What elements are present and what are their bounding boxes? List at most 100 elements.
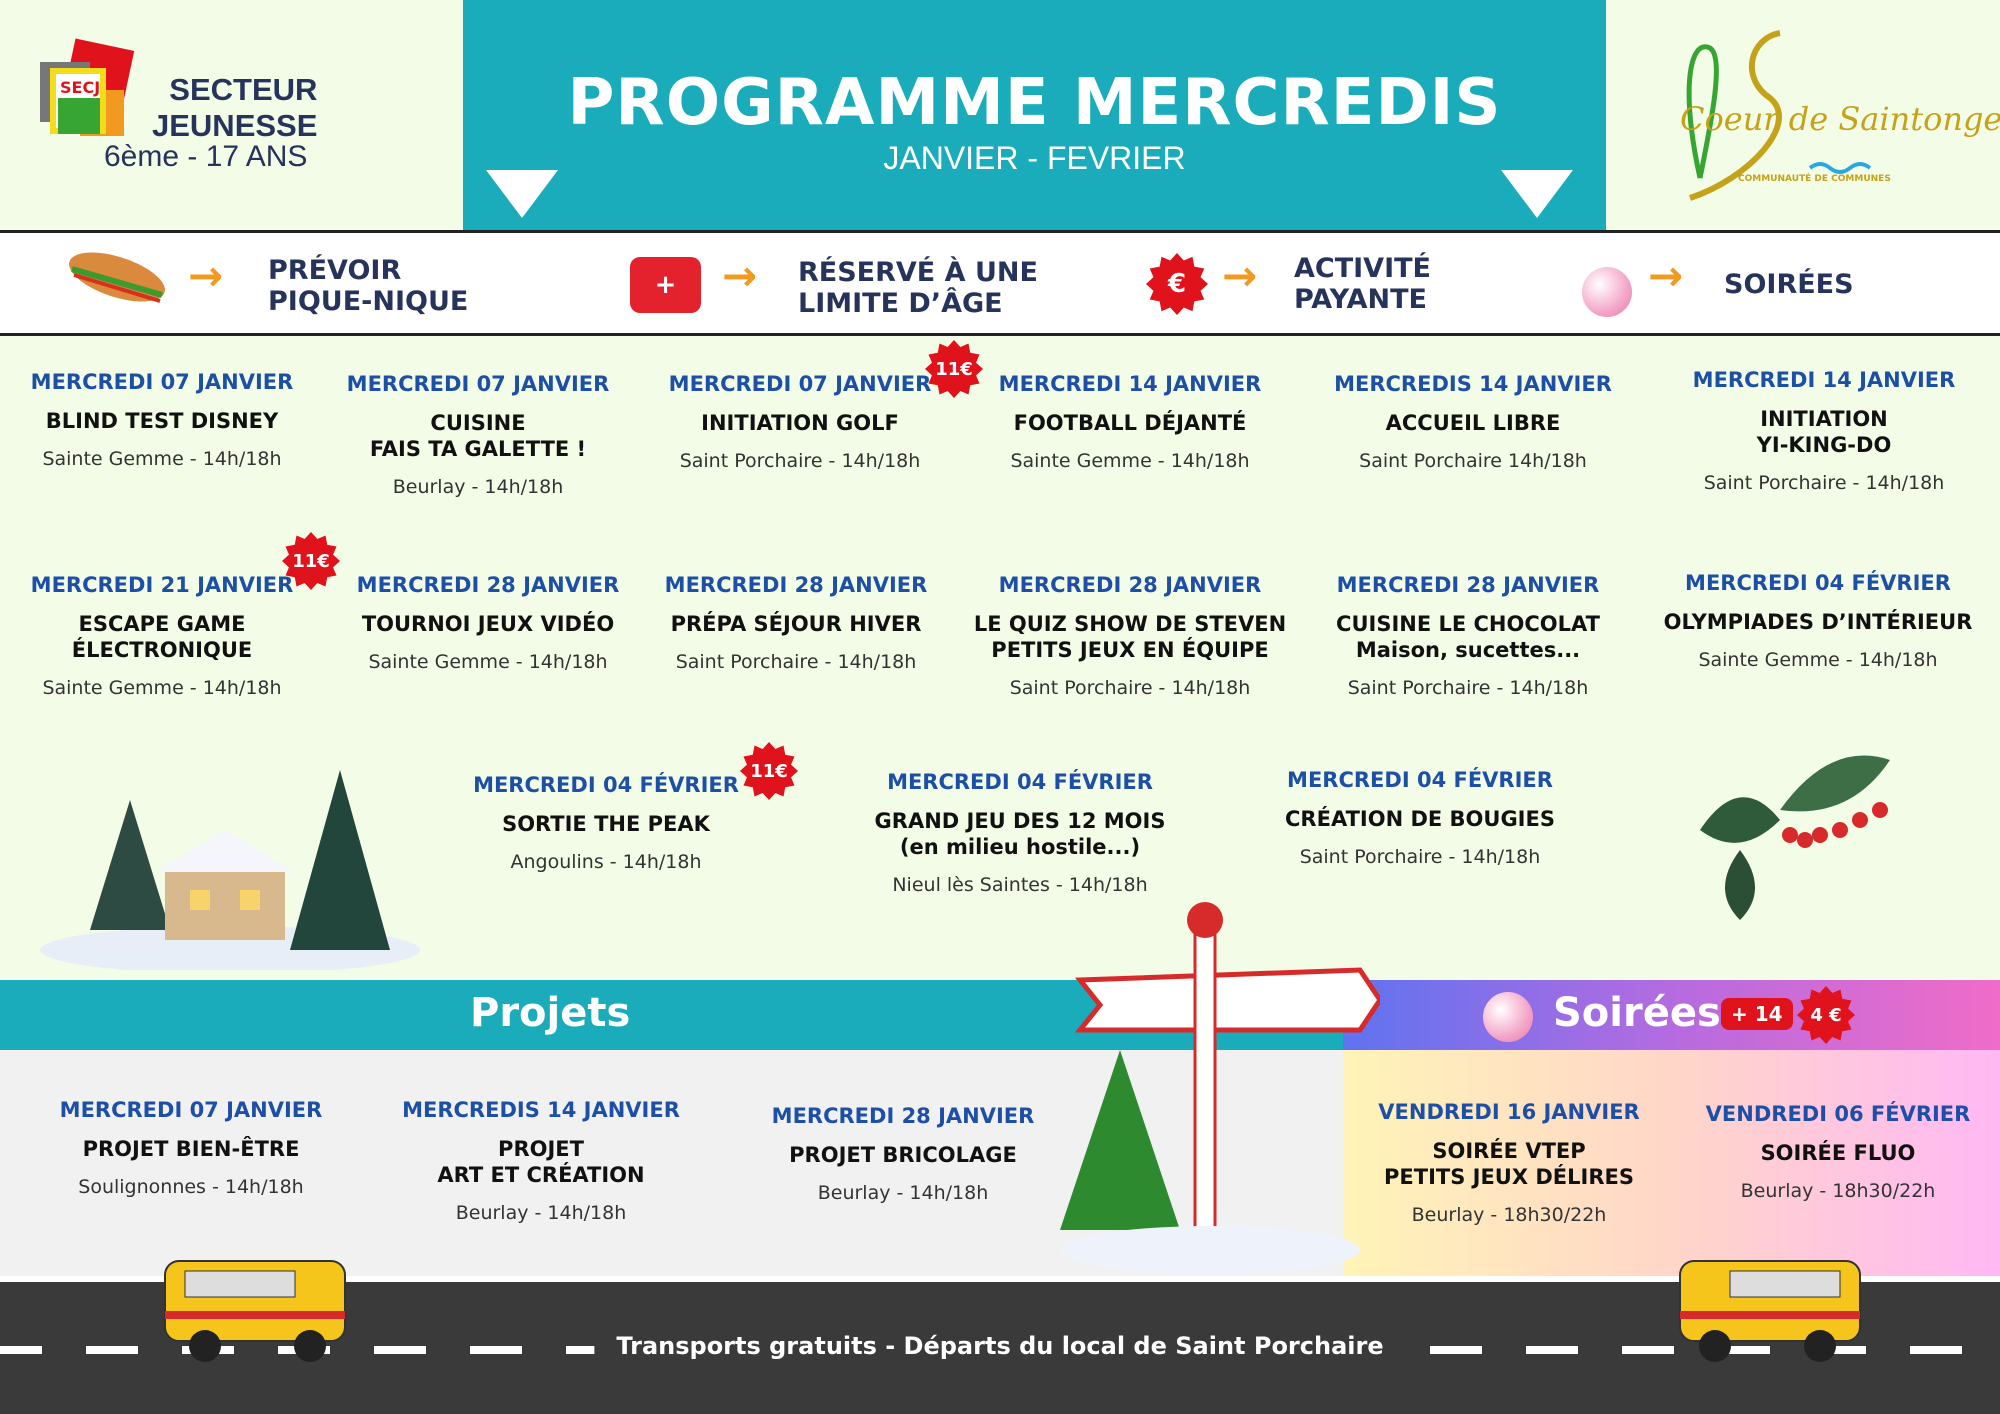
event-title: ÉLECTRONIQUE — [71, 638, 253, 662]
legend-soirees: SOIRÉES — [1724, 269, 1854, 300]
logo-subtitle: COMMUNAUTÉ DE COMMUNES — [1738, 174, 1891, 184]
secj-logo-text: SECJ — [60, 78, 101, 97]
road-dash — [1910, 1346, 1962, 1354]
event-item: MERCREDI 07 JANVIER INITIATION GOLF Saint … — [669, 372, 932, 472]
page-title: PROGRAMME MERCREDIS — [567, 66, 1502, 140]
event-date: MERCREDI 07 JANVIER — [59, 1098, 323, 1122]
transport-info: Transports gratuits - Départs du local d… — [594, 1326, 1406, 1366]
road-dash — [86, 1346, 138, 1354]
age-range: 6ème - 17 ANS — [104, 140, 308, 173]
event-location: Nieul lès Saintes - 14h/18h — [892, 874, 1148, 896]
event-location: Saint Porchaire 14h/18h — [1359, 450, 1587, 472]
soirees-title: Soirées — [1553, 990, 1721, 1036]
event-date: MERCREDI 07 JANVIER — [30, 370, 294, 394]
soirees-band: Soirées + 14 4 € — [1343, 980, 2000, 1050]
school-bus-right-icon — [1665, 1256, 1865, 1370]
secj-logo: SECJ — [40, 38, 135, 136]
event-location: Sainte Gemme - 14h/18h — [42, 448, 282, 470]
snowy-cabin-illustration — [40, 760, 420, 974]
plus-badge-icon: + — [630, 257, 701, 313]
event-date: MERCREDI 07 JANVIER — [346, 372, 610, 396]
event-title: CUISINE — [430, 411, 526, 435]
holly-illustration — [1680, 740, 1920, 924]
event-date: MERCREDIS 14 JANVIER — [1334, 372, 1612, 396]
event-date: MERCREDI 07 JANVIER — [668, 372, 932, 396]
event-title: PROJET BRICOLAGE — [789, 1143, 1017, 1167]
event-date: MERCREDI 04 FÉVRIER — [1287, 768, 1553, 792]
header: SECJ SECTEUR JEUNESSE 6ème - 17 ANS PROG… — [0, 0, 2000, 230]
school-bus-left-icon — [160, 1256, 360, 1370]
sandwich-icon — [62, 249, 172, 315]
event-date: MERCREDI 28 JANVIER — [1336, 573, 1600, 597]
page-subtitle: JANVIER - FEVRIER — [883, 140, 1186, 176]
event-date: VENDREDI 06 FÉVRIER — [1705, 1102, 1971, 1126]
soiree-item: VENDREDI 06 FÉVRIER SOIRÉE FLUO Beurlay - … — [1706, 1102, 1971, 1202]
event-title: PETITS JEUX DÉLIRES — [1384, 1165, 1634, 1189]
road-dash — [1814, 1346, 1866, 1354]
event-title: PETITS JEUX EN ÉQUIPE — [991, 638, 1269, 662]
road-dash — [1430, 1346, 1482, 1354]
triangle-left-icon — [486, 170, 558, 218]
disco-ball-icon — [1483, 992, 1533, 1042]
event-location: Beurlay - 18h30/22h — [1411, 1204, 1607, 1226]
event-date: MERCREDI 21 JANVIER — [30, 573, 294, 597]
event-location: Saint Porchaire - 14h/18h — [679, 450, 921, 472]
projets-title: Projets — [470, 990, 631, 1036]
road-dash — [470, 1346, 522, 1354]
org-line2: JEUNESSE — [152, 108, 318, 143]
event-location: Sainte Gemme - 14h/18h — [42, 677, 282, 699]
event-title: SORTIE THE PEAK — [502, 812, 710, 836]
event-location: Sainte Gemme - 14h/18h — [368, 651, 608, 673]
road-dash — [1622, 1346, 1674, 1354]
org-name: SECTEUR JEUNESSE — [152, 72, 317, 144]
event-location: Beurlay - 14h/18h — [817, 1182, 989, 1204]
event-title: FAIS TA GALETTE ! — [369, 437, 587, 461]
event-title: ACCUEIL LIBRE — [1385, 411, 1561, 435]
event-title: INITIATION GOLF — [701, 411, 899, 435]
event-date: MERCREDI 14 JANVIER — [1692, 368, 1956, 392]
event-date: MERCREDI 04 FÉVRIER — [473, 773, 739, 797]
disco-ball-icon — [1582, 267, 1632, 317]
arrow-icon: → — [1222, 251, 1258, 300]
price-badge: 11€ — [925, 340, 983, 398]
title-panel: PROGRAMME MERCREDIS JANVIER - FEVRIER — [463, 0, 1606, 230]
event-location: Saint Porchaire - 14h/18h — [1703, 472, 1945, 494]
road-dash — [0, 1346, 42, 1354]
event-title: BLIND TEST DISNEY — [45, 409, 279, 433]
arrow-icon: → — [722, 251, 758, 300]
event-location: Beurlay - 14h/18h — [455, 1202, 627, 1224]
road-dash — [566, 1346, 618, 1354]
event-location: Sainte Gemme - 14h/18h — [1698, 649, 1938, 671]
signpost-illustration — [1060, 900, 1384, 1284]
event-title: SOIRÉE FLUO — [1760, 1141, 1916, 1165]
event-date: MERCREDI 28 JANVIER — [998, 573, 1262, 597]
event-date: VENDREDI 16 JANVIER — [1378, 1100, 1640, 1124]
road-dash — [374, 1346, 426, 1354]
event-date: MERCREDI 28 JANVIER — [356, 573, 620, 597]
event-title: (en milieu hostile...) — [899, 835, 1141, 859]
event-title: Maison, sucettes... — [1355, 638, 1581, 662]
euro-badge-icon: € — [1146, 253, 1208, 315]
soirees-area — [1343, 1050, 2000, 1278]
arrow-icon: → — [188, 251, 224, 300]
event-location: Beurlay - 18h30/22h — [1740, 1180, 1936, 1202]
event-date: MERCREDI 28 JANVIER — [664, 573, 928, 597]
